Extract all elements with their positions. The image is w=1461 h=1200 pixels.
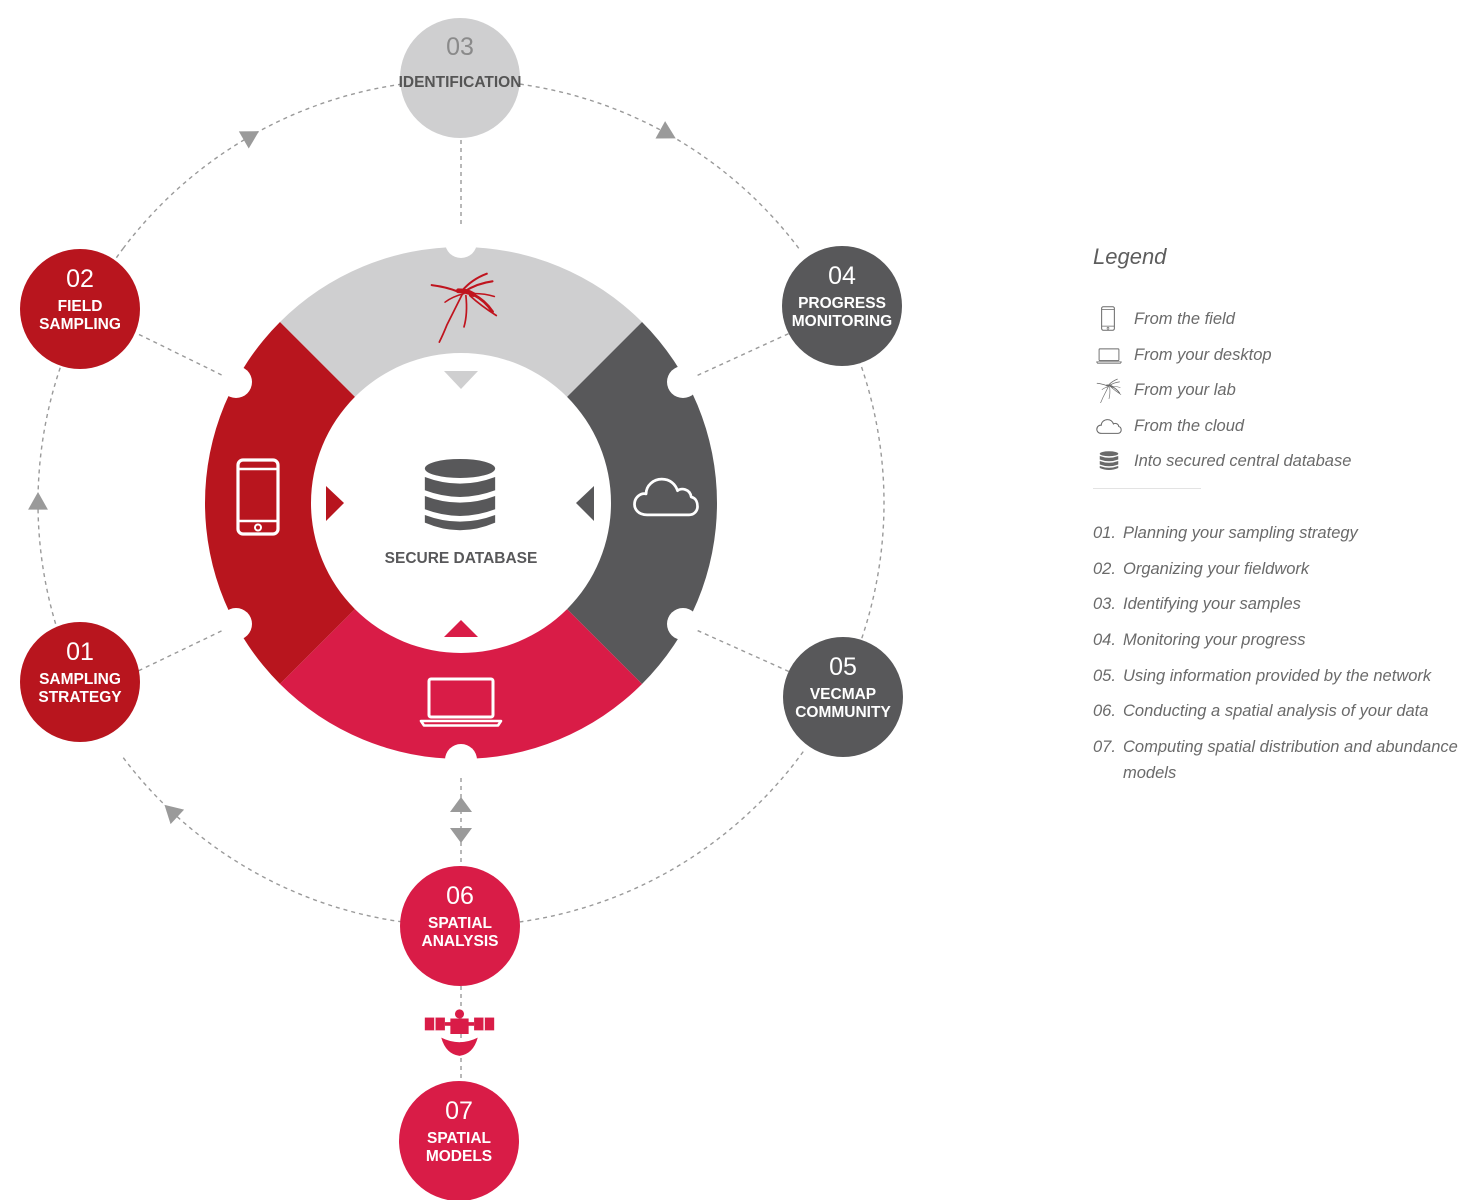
legend: Legend From the field From your desktop …	[1093, 244, 1461, 796]
node-label-line2: MODELS	[426, 1148, 492, 1165]
data-ring	[205, 226, 717, 776]
legend-text: From the cloud	[1134, 416, 1245, 435]
node-circle	[400, 866, 520, 986]
orbit-arrow	[238, 131, 260, 149]
orbit-arc	[122, 757, 403, 923]
node-number: 06	[446, 882, 474, 910]
orbit-arc	[37, 248, 124, 662]
center-label: SECURE DATABASE	[385, 550, 538, 567]
laptop-icon	[1096, 347, 1122, 364]
legend-divider	[1093, 487, 1201, 489]
node-label-line1: FIELD	[58, 298, 103, 315]
connector-line	[682, 332, 791, 383]
step-nodes: 01SAMPLINGSTRATEGY02FIELDSAMPLING03IDENT…	[20, 18, 903, 1200]
legend-text: From your desktop	[1134, 345, 1272, 364]
legend-step: 05.Using information provided by the net…	[1093, 666, 1432, 685]
orbit-arrow	[164, 804, 185, 825]
database-icon	[1099, 451, 1119, 471]
legend-text: From your lab	[1134, 381, 1236, 400]
node-number: 01	[66, 638, 94, 666]
legend-text: Into secured central database	[1134, 452, 1352, 471]
orbit-arc	[519, 751, 804, 923]
node-number: 07	[445, 1097, 473, 1125]
ring-notch	[667, 608, 699, 640]
cloud-icon	[1096, 418, 1122, 434]
inner-pointers	[326, 371, 594, 637]
node-circle	[783, 637, 903, 757]
ring-notch	[220, 608, 252, 640]
legend-step: 06.Conducting a spatial analysis of your…	[1093, 702, 1429, 721]
orbit-arrow	[655, 121, 676, 139]
node-number: 04	[828, 262, 856, 290]
legend-step: 01.Planning your sampling strategy	[1093, 523, 1358, 542]
legend-text: From the field	[1134, 310, 1235, 328]
node-number: 05	[829, 653, 857, 681]
ring-notch	[445, 744, 477, 776]
legend-step: 07.Computing spatial distribution and ab…	[1093, 738, 1458, 783]
legend-steps: 01.Planning your sampling strategy 02.Or…	[1093, 520, 1461, 786]
pointer-right	[326, 486, 344, 521]
phone-icon	[1101, 306, 1115, 331]
node-circle	[20, 622, 140, 742]
flow-arrow-up	[450, 797, 472, 812]
ring-segment-left	[205, 321, 355, 685]
node-label-line1: SPATIAL	[427, 1130, 491, 1147]
connector-line	[682, 623, 791, 673]
ring-notch	[445, 226, 477, 258]
mosquito-icon	[1096, 378, 1122, 404]
orbit-arrow	[28, 492, 48, 510]
pointer-up	[444, 620, 478, 637]
database-icon	[424, 458, 496, 531]
legend-step: 03.Identifying your samples	[1093, 595, 1301, 614]
node-circle	[782, 246, 902, 366]
legend-step: 02.Organizing your fieldwork	[1093, 559, 1310, 578]
node-label-line1: SAMPLING	[39, 671, 121, 688]
ring-notch	[667, 366, 699, 398]
legend-item-cloud: From the cloud	[1093, 417, 1461, 453]
orbit-arc	[122, 83, 403, 249]
center-database: SECURE DATABASE	[385, 458, 538, 567]
connector-line	[135, 332, 237, 383]
legend-item-desktop: From your desktop	[1093, 346, 1461, 382]
workflow-diagram: SECURE DATABASE 01SAMPLINGSTRATEGY02FIEL…	[20, 18, 903, 1200]
node-circle	[400, 18, 520, 138]
node-circle	[399, 1081, 519, 1200]
legend-title: Legend	[1093, 244, 1167, 269]
ring-segment-bottom	[279, 609, 643, 759]
node-number: 02	[66, 265, 94, 293]
satellite-icon	[424, 1008, 495, 1057]
flow-arrow-down	[450, 828, 472, 843]
pointer-left	[576, 486, 594, 521]
orbit-arc	[519, 83, 800, 249]
node-number: 03	[446, 33, 474, 61]
legend-step: 04.Monitoring your progress	[1093, 631, 1306, 650]
ring-segment-top	[279, 247, 643, 397]
node-label-line1: IDENTIFICATION	[399, 74, 522, 91]
node-label-line2: MONITORING	[792, 313, 892, 330]
node-label-line2: ANALYSIS	[422, 933, 499, 950]
orbit-arc	[852, 344, 885, 662]
node-label-line2: COMMUNITY	[795, 704, 891, 721]
legend-item-lab: From your lab	[1093, 378, 1461, 417]
node-label-line1: SPATIAL	[428, 915, 492, 932]
pointer-down	[444, 371, 478, 389]
connector-line	[135, 623, 237, 673]
node-label-line2: STRATEGY	[38, 689, 122, 706]
node-label-line2: SAMPLING	[39, 316, 121, 333]
node-label-line1: VECMAP	[810, 686, 876, 703]
legend-item-database: Into secured central database	[1093, 451, 1461, 488]
ring-segment-right	[567, 321, 717, 685]
ring-notch	[220, 366, 252, 398]
dashed-orbit	[28, 83, 885, 923]
node-label-line1: PROGRESS	[798, 295, 886, 312]
legend-item-field: From the field	[1093, 306, 1461, 346]
node-circle	[20, 249, 140, 369]
